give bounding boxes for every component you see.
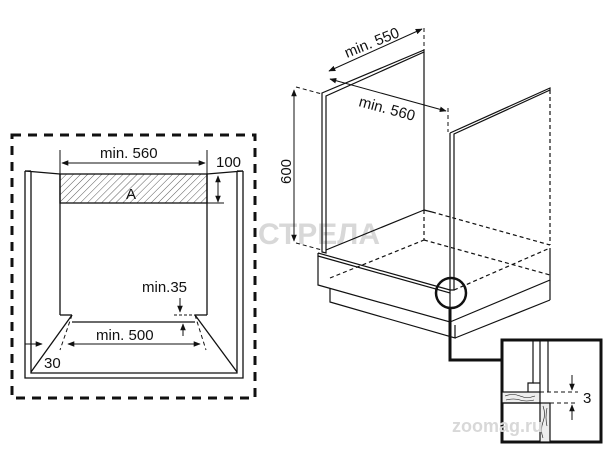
iso-depth-arrow xyxy=(328,28,423,72)
side-offset-label: 30 xyxy=(44,355,61,372)
watermark-zoomag: zoomag.ru xyxy=(452,416,543,436)
front-view-frame xyxy=(10,133,257,400)
gap-label: min.35 xyxy=(142,279,187,296)
detail-inset-frame xyxy=(500,338,603,444)
right-panel xyxy=(449,87,551,291)
detail-inset xyxy=(500,338,603,444)
front-top-height-label: 100 xyxy=(216,154,241,171)
cabinet-outline xyxy=(24,171,244,379)
watermark-strela: СТРЕЛА xyxy=(258,218,380,251)
front-depth-label: min. 500 xyxy=(96,327,154,344)
wood-plank xyxy=(501,391,541,404)
isometric-view xyxy=(291,28,551,362)
iso-depth-label: min. 550 xyxy=(342,24,402,61)
detail-gap-label: 3 xyxy=(583,390,591,407)
detail-leader-line xyxy=(448,308,502,362)
iso-width-arrow xyxy=(329,77,447,113)
detail-callout-circle xyxy=(434,276,468,310)
iso-height-label: 600 xyxy=(278,159,295,184)
front-view xyxy=(10,133,257,400)
area-a-label: A xyxy=(126,186,136,203)
front-width-label: min. 560 xyxy=(100,145,158,162)
iso-width-label: min. 560 xyxy=(357,93,417,124)
wood-post xyxy=(539,402,551,443)
cabinet-inner xyxy=(30,171,238,374)
plinth-top xyxy=(317,252,451,294)
